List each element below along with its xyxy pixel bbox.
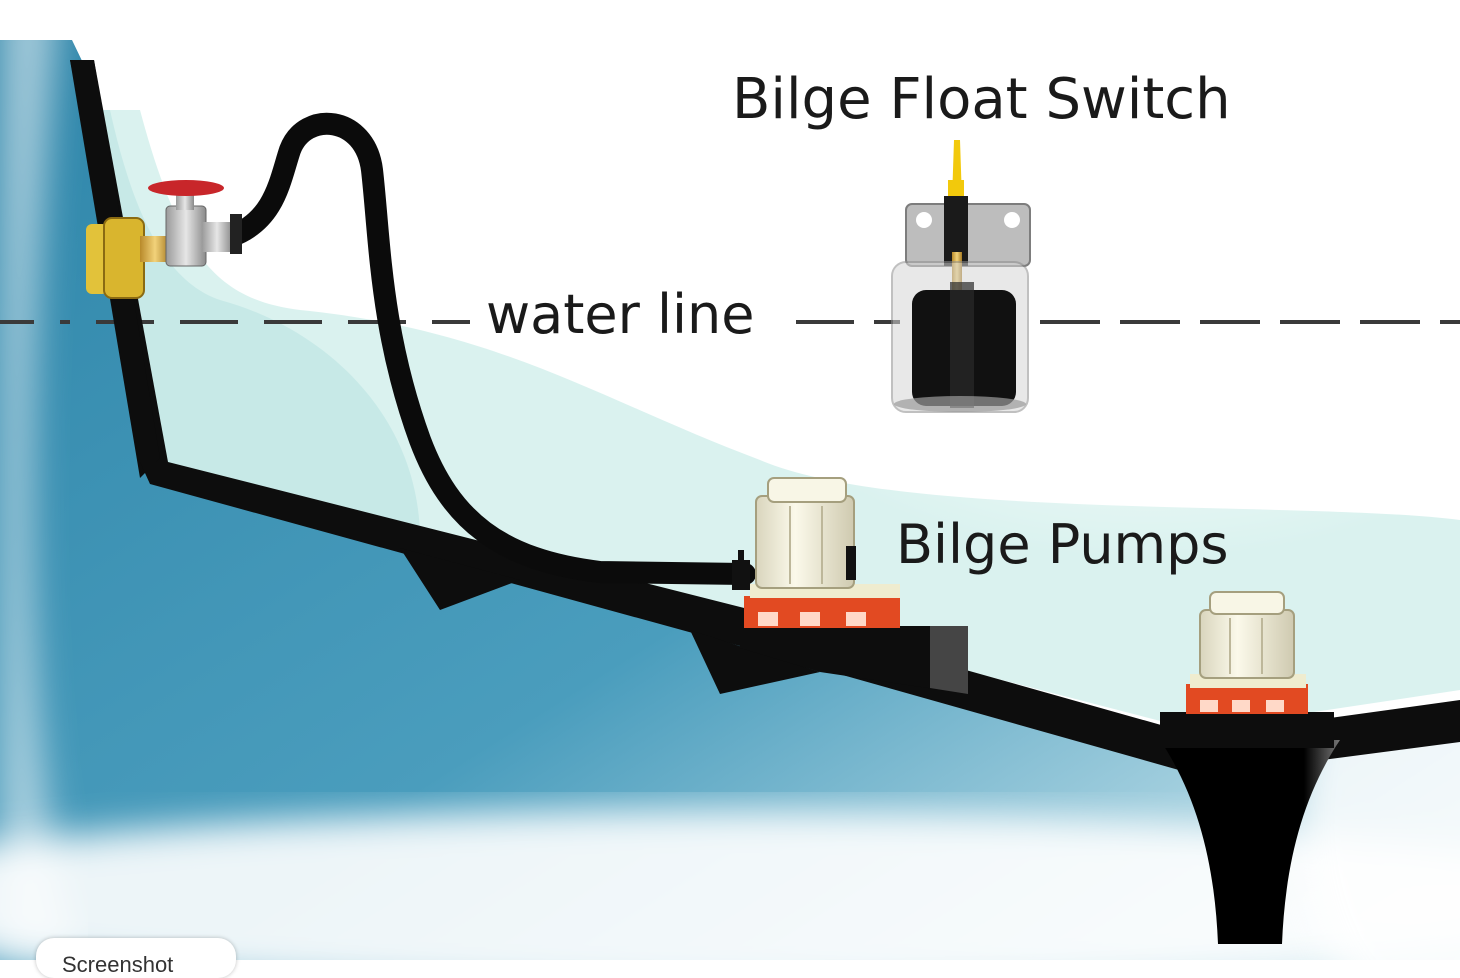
hose-fitting [732, 550, 750, 590]
bilge-pump-icon-2 [1186, 591, 1308, 714]
screenshot-tab[interactable]: Screenshot [36, 938, 236, 978]
screenshot-tab-label: Screenshot [62, 952, 174, 977]
bilge-pump-icon [744, 477, 900, 628]
discharge-hose [221, 112, 756, 585]
seacock-valve-icon [86, 180, 242, 299]
float-switch-label: Bilge Float Switch [732, 67, 1231, 132]
float-switch-icon [891, 140, 1031, 413]
bilge-pumps-label: Bilge Pumps [896, 513, 1229, 576]
pump-mount-lower [1160, 712, 1334, 748]
pump-mount-upper [740, 626, 968, 694]
water-line-label: water line [486, 283, 755, 346]
